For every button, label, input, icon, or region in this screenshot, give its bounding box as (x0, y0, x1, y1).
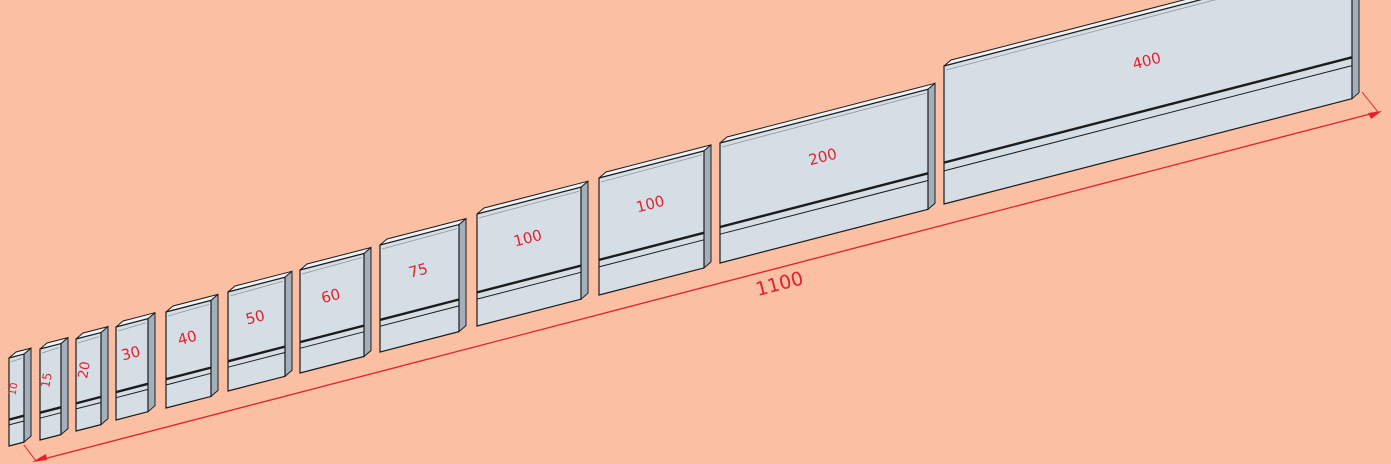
segment-block: 200 (719, 82, 936, 264)
segment-ridge-line (945, 0, 1217, 71)
segment-side-face (363, 246, 372, 358)
segment-ridge-line (381, 228, 458, 250)
segment-front-face (75, 331, 102, 432)
segment-size-label: 75 (407, 260, 430, 282)
segment-block: 400 (943, 0, 1360, 205)
segment-groove-line (719, 180, 929, 235)
segment-groove-line (598, 231, 705, 262)
segment-groove-line (227, 352, 286, 368)
segment-groove-line (227, 345, 286, 363)
segment-groove-line (943, 56, 1353, 164)
segment-block: 100 (598, 143, 712, 296)
segment-groove-line (165, 372, 212, 386)
segment-side-face (1351, 0, 1360, 100)
segment-groove-line (476, 271, 582, 300)
segment-ridge-line (301, 257, 363, 275)
segment-front-face (943, 0, 1353, 205)
segment-groove-line (75, 402, 102, 410)
segment-block: 10 (8, 347, 32, 447)
segment-size-label: 50 (244, 306, 267, 328)
segment-front-face (8, 353, 25, 447)
segment-ridge-line (600, 154, 703, 183)
segment-block: 60 (299, 246, 372, 374)
dimension-arrowhead-right (1368, 111, 1382, 119)
segment-side-face (284, 270, 293, 378)
segment-groove-line (39, 406, 62, 414)
segment-ridge-line (721, 92, 927, 148)
segment-front-face (39, 342, 62, 441)
segment-front-face (598, 150, 705, 296)
segment-groove-line (115, 382, 149, 394)
segment-side-face (580, 180, 589, 301)
segment-ridge-line (229, 280, 284, 297)
segment-block: 30 (115, 311, 156, 421)
segment-groove-line (115, 388, 149, 399)
segment-size-label: 60 (319, 285, 342, 307)
segment-ridge-line (77, 336, 100, 344)
segment-size-label: 15 (38, 371, 54, 388)
segment-ridge-line (41, 347, 60, 354)
extension-line-left (23, 444, 37, 462)
segment-size-label: 40 (176, 327, 199, 349)
segment-side-face (703, 143, 712, 269)
segment-front-face (299, 252, 365, 374)
segment-groove-line (379, 305, 460, 327)
segment-groove-line (8, 414, 25, 421)
extension-line-right (1361, 91, 1379, 113)
segment-groove-line (299, 324, 365, 344)
segment-side-face (147, 311, 156, 413)
segment-groove-line (379, 298, 460, 322)
segment-groove-line (75, 395, 102, 405)
segment-block: 75 (379, 217, 467, 353)
segment-groove-line (719, 172, 929, 229)
dimension-arrow-line (35, 111, 1379, 462)
segment-block: 50 (227, 270, 293, 392)
segment-side-face (100, 325, 109, 426)
segment-front-face (379, 223, 460, 353)
segment-side-face (23, 347, 32, 444)
segment-groove-line (8, 420, 25, 426)
segment-groove-line (165, 366, 212, 381)
segment-block: 20 (75, 325, 109, 432)
segment-groove-line (476, 264, 582, 294)
segment-size-label: 20 (75, 360, 94, 380)
segment-ridge-line (10, 357, 23, 363)
segment-size-label: 10 (8, 382, 21, 396)
segment-side-face (927, 82, 936, 211)
segment-groove-line (943, 65, 1353, 172)
segment-ridge-line (167, 304, 210, 317)
segment-ridge-line (478, 190, 580, 219)
segment-side-face (210, 293, 219, 398)
segment-groove-line (299, 331, 365, 349)
segment-side-face (60, 336, 69, 436)
segment-groove-line (39, 412, 62, 419)
segment-front-face (476, 186, 582, 327)
segment-ridge-line (117, 322, 147, 332)
segment-block: 100 (476, 180, 589, 327)
segment-front-face (719, 88, 929, 264)
segment-side-face (458, 217, 467, 333)
segment-block: 40 (165, 293, 219, 409)
segment-size-label: 30 (119, 342, 142, 364)
segment-front-face (165, 299, 212, 409)
segment-front-face (115, 317, 149, 421)
segment-front-face (227, 276, 286, 392)
segment-block: 15 (38, 336, 69, 441)
segment-groove-line (598, 239, 705, 268)
